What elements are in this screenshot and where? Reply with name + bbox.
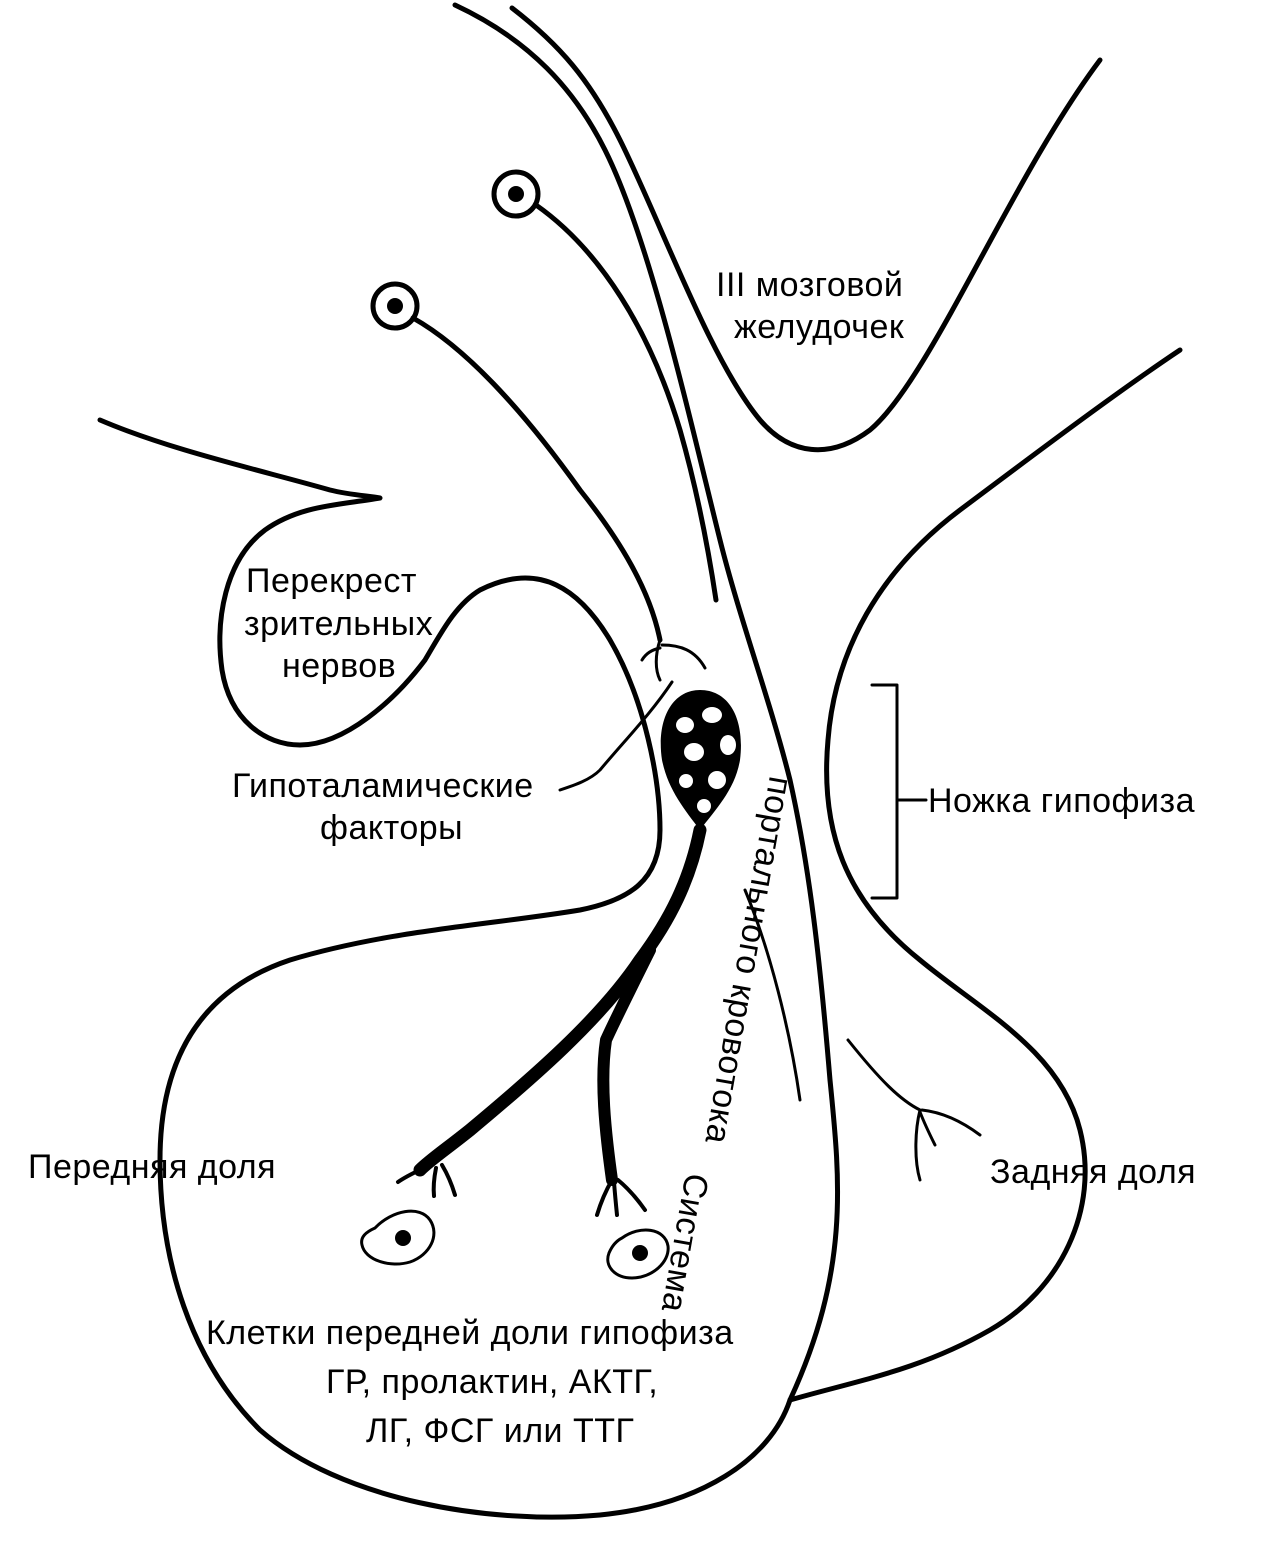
stalk-bracket bbox=[870, 683, 928, 900]
posterior-axon-terminal bbox=[846, 1038, 982, 1182]
anterior-cells-label-line1: Клетки передней доли гипофиза bbox=[206, 1314, 734, 1352]
posterior-axon bbox=[743, 888, 802, 1102]
portal-system-label-line2: портального кровотока bbox=[697, 774, 799, 1147]
pituitary-stalk-label: Ножка гипофиза bbox=[928, 782, 1195, 820]
posterior-lobe-outline bbox=[787, 347, 1183, 1403]
posterior-lobe-label: Задняя доля bbox=[990, 1153, 1196, 1191]
optic-chiasm-outline bbox=[97, 417, 793, 1520]
primary-capillary-plexus bbox=[660, 690, 741, 830]
anterior-cells-label-line2: ГР, пролактин, АКТГ, bbox=[326, 1363, 658, 1401]
anterior-cell-left bbox=[360, 1209, 436, 1266]
optic-chiasm-label-line2: зрительных bbox=[244, 605, 433, 643]
portal-system-label-line1: Система bbox=[654, 1171, 716, 1316]
hypothalamic-factors-pointer bbox=[558, 680, 674, 792]
optic-chiasm-label-line1: Перекрест bbox=[246, 562, 417, 600]
third-ventricle-label-line2: желудочек bbox=[734, 308, 905, 346]
anterior-cells-label-line3: ЛГ, ФСГ или ТТГ bbox=[366, 1412, 634, 1450]
anterior-lobe-label: Передняя доля bbox=[28, 1148, 276, 1186]
third-ventricle-outline bbox=[509, 5, 1103, 453]
neuron-lower bbox=[370, 281, 707, 682]
optic-chiasm-label-line3: нервов bbox=[282, 647, 396, 685]
third-ventricle-label-line1: III мозговой bbox=[716, 266, 903, 304]
anterior-cell-right bbox=[606, 1228, 670, 1280]
portal-vessels bbox=[396, 823, 707, 1217]
hypothalamic-factors-label-line1: Гипоталамические bbox=[232, 767, 534, 805]
hypothalamic-factors-label-line2: факторы bbox=[320, 809, 463, 847]
neuron-upper bbox=[491, 169, 719, 603]
infundibulum-left-edge bbox=[452, 2, 841, 1403]
